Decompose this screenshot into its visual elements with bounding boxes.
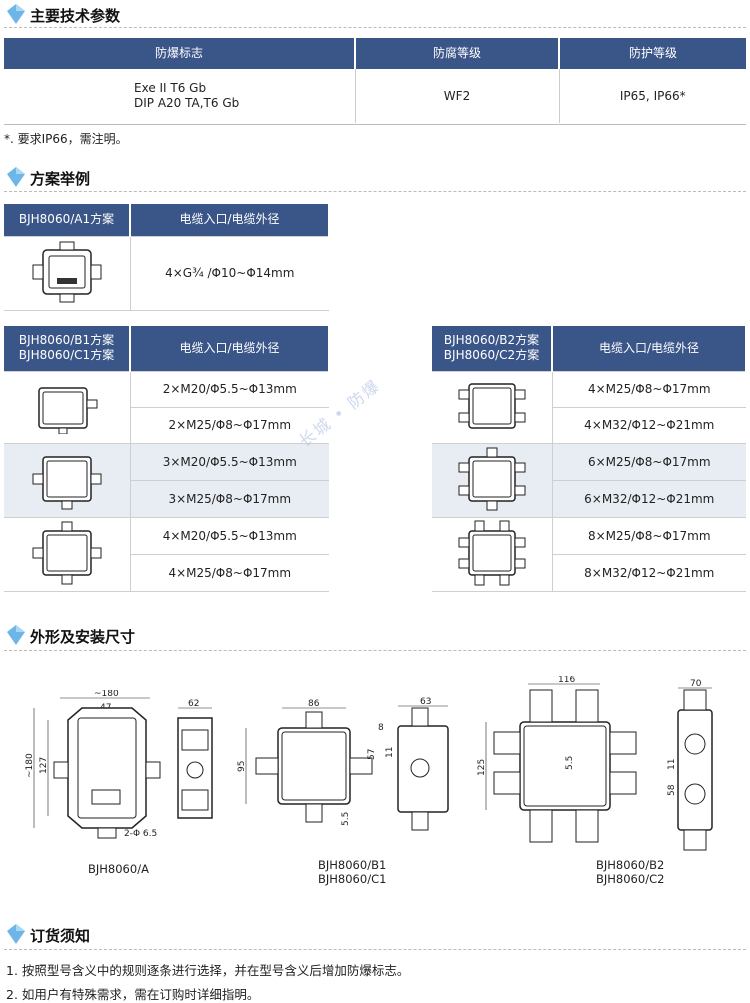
dim-a-127: 127 (39, 757, 49, 774)
dim-b2-125: 125 (477, 759, 487, 776)
b1-row-2: 2×M25/Φ8~Φ17mm (130, 406, 329, 443)
b1-row-6: 4×M25/Φ8~Φ17mm (130, 553, 329, 591)
spec-header-corrosion: 防腐等级 (355, 38, 560, 69)
drawing-bjh8060-b1: 86 95 57 5.5 63 8 11 (237, 697, 449, 831)
caption-b2: BJH8060/B2 BJH8060/C2 (596, 858, 665, 886)
diamond-bullet-icon (7, 4, 25, 24)
dim-b2-116: 116 (558, 676, 575, 685)
diamond-bullet-icon (7, 924, 25, 944)
spec-protection-value: IP65, IP66* (619, 89, 686, 103)
junction-box-4-side-entry-icon (458, 382, 526, 429)
spec-table: 防爆标志 防腐等级 防护等级 Exe II T6 Gb DIP A20 TA,T… (4, 38, 746, 123)
b1-row-5: 4×M20/Φ5.5~Φ13mm (130, 516, 329, 554)
b1-row-1: 2×M20/Φ5.5~Φ13mm (130, 370, 329, 407)
spec-corrosion-value: WF2 (355, 69, 560, 123)
a1-header-entry: 电缆入口/电缆外径 (130, 204, 330, 236)
option-table-a1: BJH8060/A1方案 电缆入口/电缆外径 4×G¾ /Φ10~Φ14mm (4, 204, 330, 310)
dim-a-width: ~180 (94, 690, 119, 699)
ordering-note-1: 1. 按照型号含义中的规则逐条进行选择，并在型号含义后增加防爆标志。 (6, 963, 410, 978)
section-title-ordering: 订货须知 (30, 927, 91, 945)
spec-header-protection: 防护等级 (559, 38, 746, 69)
b2-row-2: 4×M32/Φ12~Φ21mm (552, 406, 746, 443)
junction-box-4-entry-icon (32, 521, 102, 585)
table-bottom-rule (4, 124, 746, 125)
section-title-specs: 主要技术参数 (30, 7, 121, 25)
dim-b1-57: 57 (367, 749, 377, 760)
b2-row-3: 6×M25/Φ8~Φ17mm (552, 442, 746, 480)
b2-header-entry: 电缆入口/电缆外径 (552, 326, 747, 371)
junction-box-a-icon (32, 241, 102, 303)
b2-image-6-entry (432, 442, 553, 517)
b2-row-4: 6×M32/Φ12~Φ21mm (552, 479, 746, 517)
a1-product-image (4, 235, 131, 310)
section-title-dimensions: 外形及安装尺寸 (30, 628, 136, 646)
table-bottom-rule (432, 591, 746, 592)
junction-box-2-entry-icon (38, 386, 98, 434)
dim-b1-8: 8 (378, 723, 384, 733)
caption-a: BJH8060/A (88, 862, 149, 876)
section-title-examples: 方案举例 (30, 170, 91, 188)
spec-header-explosion: 防爆标志 (4, 38, 356, 69)
dim-a-holes: 2-Φ 6.5 (124, 829, 157, 839)
dim-b1-86: 86 (308, 699, 320, 709)
drawing-bjh8060-a: ~180 47 ~180 127 2-Φ 6.5 62 (25, 690, 213, 839)
b1-image-3-entry (4, 442, 131, 517)
junction-box-3-entry-icon (32, 455, 102, 509)
dim-b1-95: 95 (237, 761, 247, 772)
dim-b2-58: 58 (667, 784, 677, 796)
b1-image-4-entry (4, 516, 131, 591)
caption-b1: BJH8060/B1 BJH8060/C1 (318, 858, 387, 886)
a1-entry-value: 4×G¾ /Φ10~Φ14mm (130, 235, 329, 310)
b2-row-6: 8×M32/Φ12~Φ21mm (552, 553, 746, 591)
dim-b1-5-5: 5.5 (341, 812, 351, 826)
table-bottom-rule (4, 310, 329, 311)
b1-row-4: 3×M25/Φ8~Φ17mm (130, 479, 329, 517)
dim-b2-70: 70 (690, 679, 702, 689)
dim-b2-11: 11 (667, 759, 677, 770)
section-divider (4, 27, 746, 28)
dim-b1-11: 11 (385, 747, 395, 758)
section-divider (4, 949, 746, 950)
dim-a-depth: 62 (188, 699, 199, 709)
b1-header-entry: 电缆入口/电缆外径 (130, 326, 330, 371)
diamond-bullet-icon (7, 167, 25, 187)
b1-image-2-entry (4, 370, 131, 443)
b2-image-8-entry (432, 516, 553, 591)
junction-box-8-entry-icon (458, 520, 526, 586)
diamond-bullet-icon (7, 625, 25, 645)
section-divider (4, 650, 746, 651)
dim-b2-5-5: 5.5 (565, 756, 575, 770)
junction-box-6-entry-icon (458, 447, 526, 510)
b2-row-5: 8×M25/Φ8~Φ17mm (552, 516, 746, 554)
b2-image-4-entry (432, 370, 553, 443)
dim-b1-63: 63 (420, 697, 431, 707)
b2-row-1: 4×M25/Φ8~Φ17mm (552, 370, 746, 407)
table-bottom-rule (4, 591, 329, 592)
drawing-bjh8060-b2: 116 125 5.5 70 11 58 (477, 676, 713, 851)
ordering-note-2: 2. 如用户有特殊需求，需在订购时详细指明。 (6, 987, 260, 1002)
spec-explosion-mark: Exe II T6 Gb DIP A20 TA,T6 Gb (4, 69, 356, 123)
dim-a-height: ~180 (25, 753, 35, 778)
spec-note: *. 要求IP66，需注明。 (4, 132, 128, 146)
section-divider (4, 191, 746, 192)
b1-row-3: 3×M20/Φ5.5~Φ13mm (130, 442, 329, 480)
a1-header-model: BJH8060/A1方案 (4, 204, 131, 236)
